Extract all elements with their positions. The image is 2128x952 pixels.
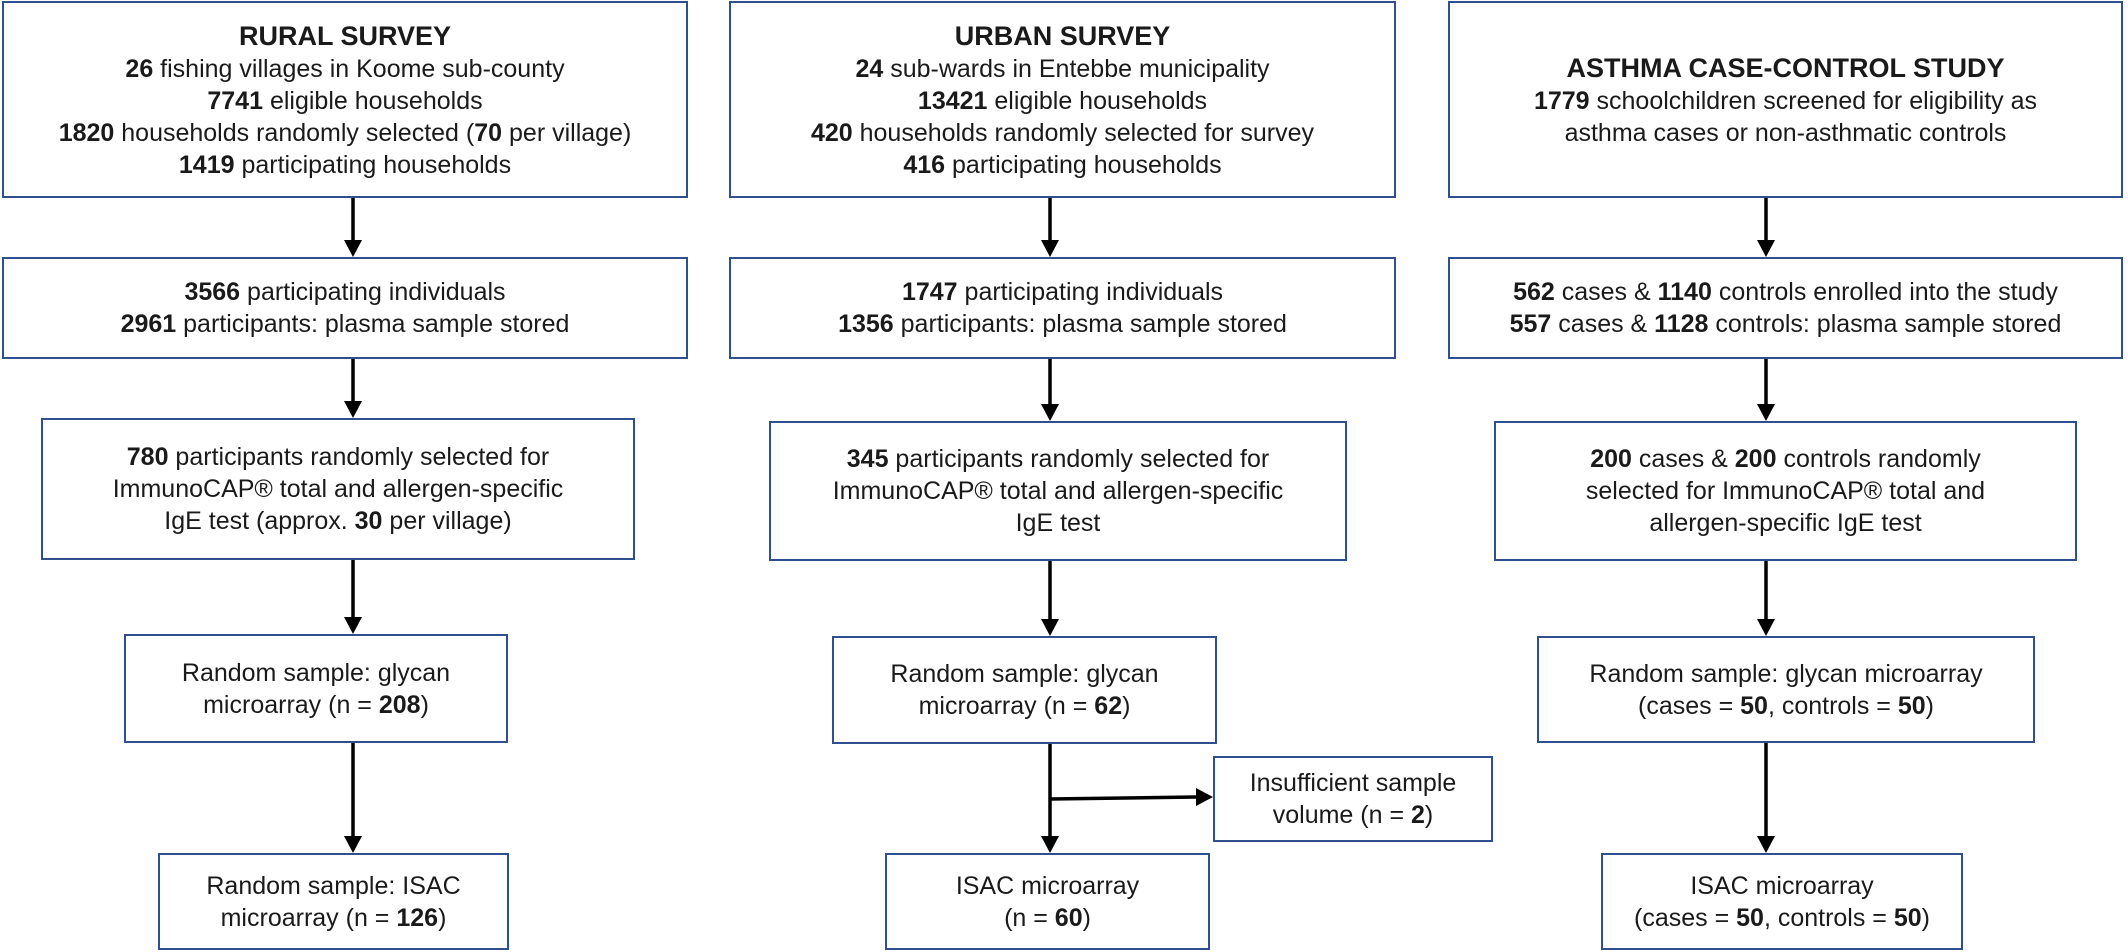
- urban-isac-box: ISAC microarray (n = 60): [885, 853, 1210, 950]
- arrow-rural-ige-to-glycan: [344, 560, 362, 634]
- urban-ige-line-3: IgE test: [1015, 509, 1101, 537]
- rural-glycan-line-1: Random sample: glycan: [181, 658, 451, 687]
- urban-glycan-box: Random sample: glycan microarray (n = 62…: [832, 636, 1217, 744]
- rural-plasma-line: 2961 participants: plasma sample stored: [120, 310, 570, 338]
- urban-insufficient-line-2: volume (n = 2): [1272, 801, 1434, 829]
- arrow-urban-glycan-to-insufficient: [1049, 788, 1213, 806]
- asthma-plasma-line: 557 cases & 1128 controls: plasma sample…: [1509, 310, 2062, 338]
- urban-insufficient-line-1: Insufficient sample: [1249, 769, 1457, 797]
- asthma-cases-controls-line: asthma cases or non-asthmatic controls: [1564, 118, 2007, 147]
- urban-ige-line-2: ImmunoCAP® total and allergen-specific: [832, 477, 1284, 505]
- rural-villages-line: 26 fishing villages in Koome sub-county: [125, 54, 565, 83]
- urban-eligible-line: 13421 eligible households: [917, 86, 1208, 115]
- rural-participants-box: 3566 participating individuals 2961 part…: [2, 257, 688, 359]
- rural-ige-box: 780 participants randomly selected for I…: [41, 418, 635, 560]
- urban-survey-title: URBAN SURVEY: [954, 20, 1171, 51]
- rural-participating-line: 1419 participating households: [178, 150, 512, 179]
- asthma-ige-box: 200 cases & 200 controls randomly select…: [1494, 421, 2077, 561]
- urban-glycan-line-2: microarray (n = 62): [918, 692, 1131, 720]
- rural-ige-line-3: IgE test (approx. 30 per village): [164, 507, 512, 535]
- arrow-urban-glycan-to-isac: [1041, 744, 1059, 853]
- asthma-glycan-line-1: Random sample: glycan microarray: [1589, 659, 1983, 688]
- urban-insufficient-box: Insufficient sample volume (n = 2): [1213, 756, 1493, 842]
- asthma-ige-line-2: selected for ImmunoCAP® total and: [1585, 477, 1986, 505]
- asthma-ige-line-3: allergen-specific IgE test: [1649, 509, 1922, 537]
- asthma-study-box: ASTHMA CASE-CONTROL STUDY 1779 schoolchi…: [1448, 1, 2123, 198]
- rural-glycan-line-2: microarray (n = 208): [203, 690, 429, 719]
- urban-participating-line: 416 participating households: [903, 150, 1222, 179]
- arrow-rural-glycan-to-isac: [344, 743, 362, 853]
- asthma-glycan-line-2: (cases = 50, controls = 50): [1638, 691, 1934, 720]
- rural-individuals-line: 3566 participating individuals: [184, 278, 506, 306]
- urban-individuals-line: 1747 participating individuals: [901, 278, 1224, 306]
- asthma-ige-line-1: 200 cases & 200 controls randomly: [1590, 445, 1981, 473]
- rural-selected-line: 1820 households randomly selected (70 pe…: [58, 118, 632, 147]
- arrow-urban-participants-to-ige: [1041, 359, 1059, 421]
- rural-survey-box: RURAL SURVEY 26 fishing villages in Koom…: [2, 1, 688, 198]
- arrow-rural-survey-to-participants: [344, 198, 362, 257]
- arrow-asthma-ige-to-glycan: [1757, 561, 1775, 636]
- rural-survey-title: RURAL SURVEY: [238, 20, 452, 51]
- urban-survey-box: URBAN SURVEY 24 sub-wards in Entebbe mun…: [729, 1, 1396, 198]
- rural-isac-line-2: microarray (n = 126): [220, 903, 447, 932]
- asthma-isac-line-2: (cases = 50, controls = 50): [1634, 903, 1930, 932]
- rural-eligible-line: 7741 eligible households: [207, 86, 483, 115]
- urban-ige-box: 345 participants randomly selected for I…: [769, 421, 1347, 561]
- arrow-urban-survey-to-participants: [1041, 198, 1059, 257]
- urban-isac-line-1: ISAC microarray: [955, 871, 1140, 900]
- urban-ige-line-1: 345 participants randomly selected for: [846, 445, 1270, 473]
- rural-isac-box: Random sample: ISAC microarray (n = 126): [158, 853, 509, 950]
- asthma-enrolled-line: 562 cases & 1140 controls enrolled into …: [1513, 278, 2058, 306]
- asthma-glycan-box: Random sample: glycan microarray (cases …: [1537, 636, 2035, 743]
- arrow-urban-ige-to-glycan: [1041, 561, 1059, 636]
- urban-selected-line: 420 households randomly selected for sur…: [810, 118, 1315, 147]
- rural-ige-line-1: 780 participants randomly selected for: [126, 443, 550, 471]
- urban-plasma-line: 1356 participants: plasma sample stored: [838, 310, 1287, 338]
- urban-subwards-line: 24 sub-wards in Entebbe municipality: [855, 54, 1270, 83]
- asthma-study-title: ASTHMA CASE-CONTROL STUDY: [1566, 52, 2005, 83]
- asthma-isac-box: ISAC microarray (cases = 50, controls = …: [1601, 853, 1963, 950]
- urban-participants-box: 1747 participating individuals 1356 part…: [729, 257, 1396, 359]
- asthma-isac-line-1: ISAC microarray: [1690, 871, 1874, 900]
- asthma-screened-line: 1779 schoolchildren screened for eligibi…: [1533, 86, 2038, 115]
- rural-isac-line-1: Random sample: ISAC: [206, 871, 461, 900]
- arrow-rural-participants-to-ige: [344, 359, 362, 418]
- rural-ige-line-2: ImmunoCAP® total and allergen-specific: [112, 475, 564, 503]
- arrow-asthma-glycan-to-isac: [1757, 743, 1775, 853]
- urban-isac-line-2: (n = 60): [1004, 903, 1091, 932]
- urban-glycan-line-1: Random sample: glycan: [890, 660, 1159, 688]
- arrow-asthma-study-to-participants: [1757, 198, 1775, 257]
- rural-glycan-box: Random sample: glycan microarray (n = 20…: [124, 634, 508, 743]
- asthma-participants-box: 562 cases & 1140 controls enrolled into …: [1448, 257, 2123, 359]
- arrow-asthma-participants-to-ige: [1757, 359, 1775, 421]
